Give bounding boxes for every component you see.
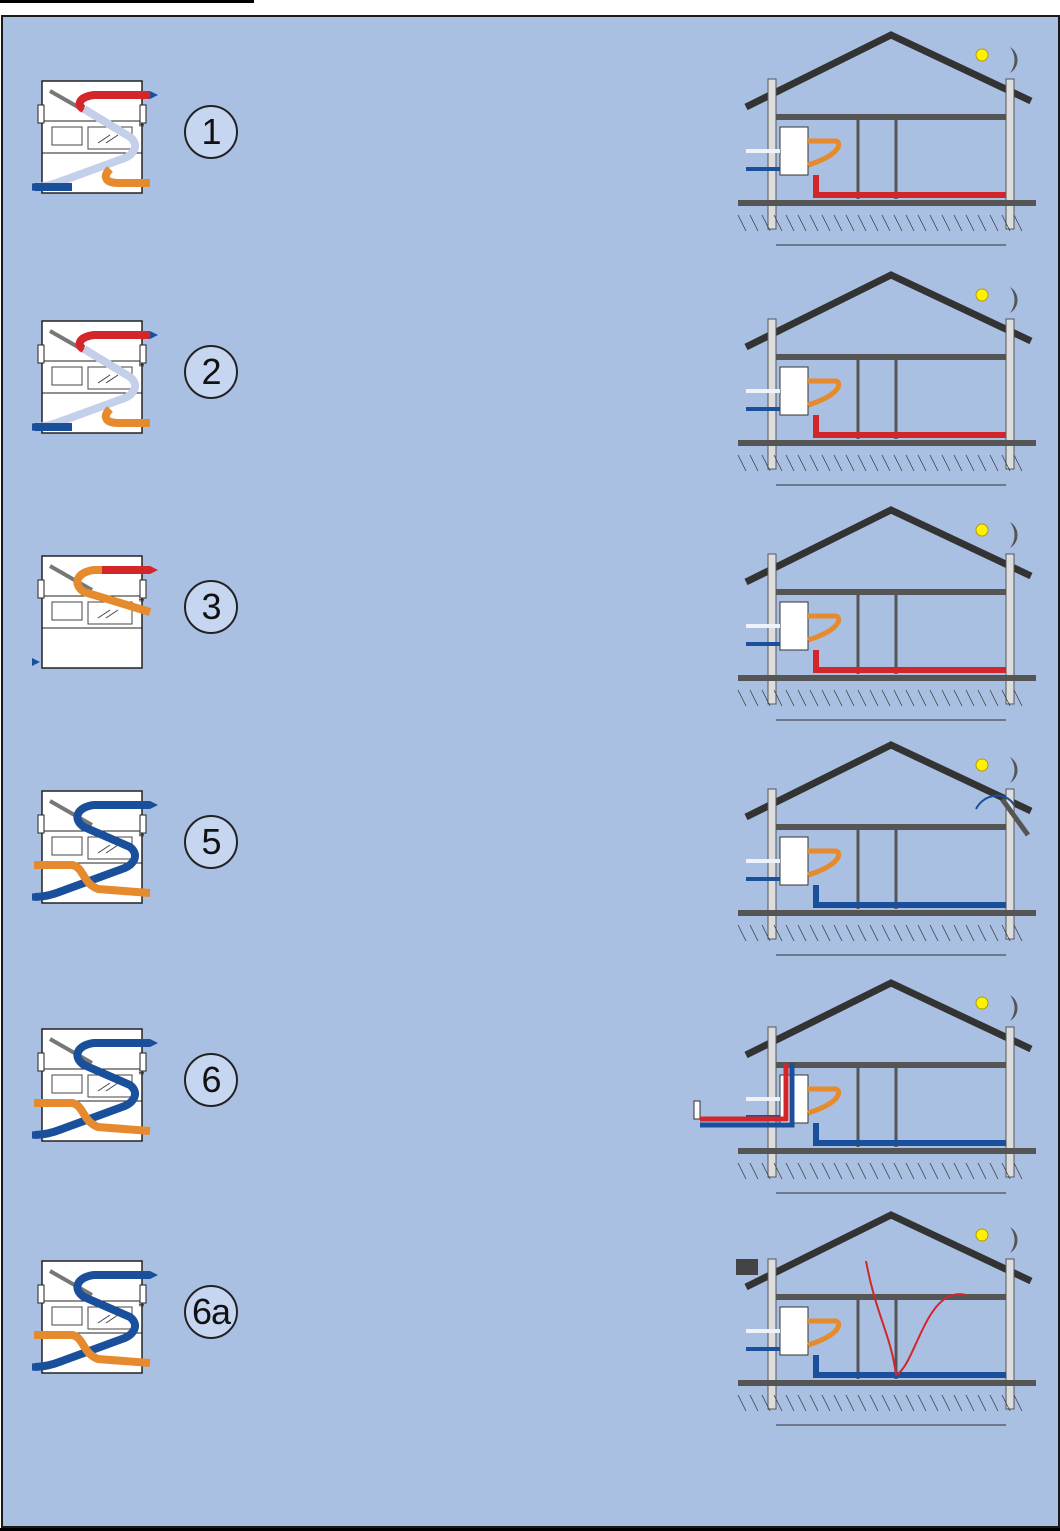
mode-row-1: ≡ 1 (0, 15, 1059, 251)
house-section-icon (676, 1195, 1059, 1431)
mode-number-badge: 2 (184, 345, 238, 399)
heat-exchanger-unit-icon: ≡ (22, 552, 167, 672)
house-section-icon (676, 255, 1059, 491)
svg-text:≡: ≡ (138, 120, 145, 129)
moon-icon (1010, 287, 1018, 313)
mode-row-5: ≡ 5 (0, 725, 1059, 961)
heat-exchanger-unit-icon: ≡ (22, 1025, 167, 1145)
heat-exchanger-unit-icon: ≡ (22, 317, 167, 437)
sun-icon (976, 759, 988, 771)
mode-row-6a: ≡ 6a (0, 1195, 1059, 1431)
mode-number-badge: 6 (184, 1053, 238, 1107)
moon-icon (1010, 522, 1018, 548)
moon-icon (1010, 47, 1018, 73)
mode-row-2: ≡ 2 (0, 255, 1059, 491)
sun-icon (976, 1229, 988, 1241)
svg-text:≡: ≡ (138, 595, 145, 604)
svg-text:≡: ≡ (138, 1300, 145, 1309)
top-rule (0, 0, 254, 3)
mode-number-badge: 1 (184, 105, 238, 159)
heat-exchanger-unit-icon: ≡ (22, 1257, 167, 1377)
svg-text:≡: ≡ (138, 1068, 145, 1077)
sun-icon (976, 289, 988, 301)
mode-number-badge: 6a (184, 1285, 238, 1339)
sun-icon (976, 997, 988, 1009)
mode-row-6: ≡ 6 (0, 963, 1059, 1199)
moon-icon (1010, 995, 1018, 1021)
svg-text:≡: ≡ (138, 830, 145, 839)
heat-exchanger-unit-icon: ≡ (22, 787, 167, 907)
moon-icon (1010, 1227, 1018, 1253)
mode-number-badge: 3 (184, 580, 238, 634)
house-section-icon (676, 15, 1059, 251)
mode-number-badge: 5 (184, 815, 238, 869)
house-section-icon (676, 725, 1059, 961)
moon-icon (1010, 757, 1018, 783)
sun-icon (976, 524, 988, 536)
house-section-icon (676, 490, 1059, 726)
sun-icon (976, 49, 988, 61)
heat-exchanger-unit-icon: ≡ (22, 77, 167, 197)
svg-text:≡: ≡ (138, 360, 145, 369)
house-section-icon (676, 963, 1059, 1199)
mode-row-3: ≡ 3 (0, 490, 1059, 726)
